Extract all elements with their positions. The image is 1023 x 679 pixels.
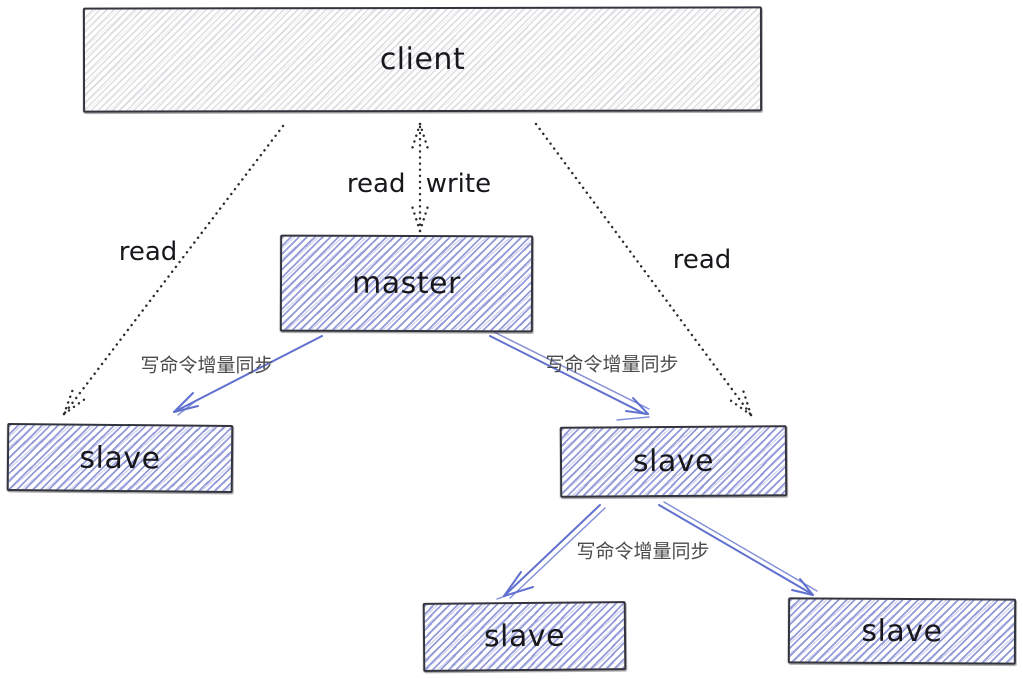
edge-client-slave-left [62, 124, 285, 416]
node-slave-bottom-left-label: slave [483, 618, 566, 655]
edge-line [173, 335, 323, 413]
edge-line [503, 504, 601, 597]
arrowhead-down [410, 204, 422, 233]
node-slave-bottom-right-label: slave [861, 613, 943, 649]
node-slave-bottom-left: slave [422, 601, 627, 672]
arrowhead-down [418, 204, 430, 233]
edge-label-sync-master-right: 写命令增量同步 [545, 353, 679, 376]
arrowhead-up [418, 122, 430, 151]
arrowhead [173, 392, 194, 413]
edge-label-read-right: read [672, 245, 732, 275]
node-master-label: master [352, 265, 461, 302]
edge-line-sketch [493, 331, 650, 410]
edge-line-sketch [663, 501, 818, 592]
edge-slave-right-slave-bottom-right [658, 501, 818, 596]
edge-client-slave-right [534, 122, 753, 417]
edge-line [534, 122, 753, 417]
arrowhead [632, 397, 649, 415]
node-slave-left: slave [6, 423, 234, 493]
edge-line [62, 124, 285, 416]
node-slave-left-label: slave [79, 440, 161, 476]
edge-slave-right-slave-bottom-left [496, 504, 606, 600]
node-slave-bottom-right: slave [787, 597, 1017, 665]
arrowhead [728, 398, 753, 417]
edge-label-sync-slave-children: 写命令增量同步 [576, 540, 710, 563]
arrowhead-sketch [496, 591, 518, 600]
edge-master-slave-left [173, 335, 323, 416]
node-master: master [279, 234, 534, 333]
arrowhead-sketch [616, 416, 650, 421]
edge-client-master [410, 122, 430, 233]
arrowhead [799, 578, 814, 596]
arrowhead [62, 387, 75, 416]
edge-label-read-write: read write [346, 169, 492, 199]
node-client-label: client [379, 41, 466, 78]
node-slave-right: slave [559, 425, 788, 498]
edge-label-sync-master-left: 写命令增量同步 [140, 354, 274, 377]
edge-line [658, 504, 813, 595]
edge-label-read-left: read [118, 237, 178, 267]
arrowhead-sketch [177, 399, 198, 416]
arrowhead [625, 410, 649, 415]
node-slave-right-label: slave [632, 443, 715, 480]
edge-line-sketch [509, 507, 606, 599]
edge-line [489, 335, 646, 415]
edge-master-slave-right [489, 331, 650, 421]
node-client: client [82, 6, 763, 113]
arrowhead [503, 571, 522, 597]
arrowhead [791, 589, 814, 596]
arrowhead [741, 388, 753, 417]
arrowhead-up [410, 122, 422, 151]
arrowhead [62, 397, 87, 416]
